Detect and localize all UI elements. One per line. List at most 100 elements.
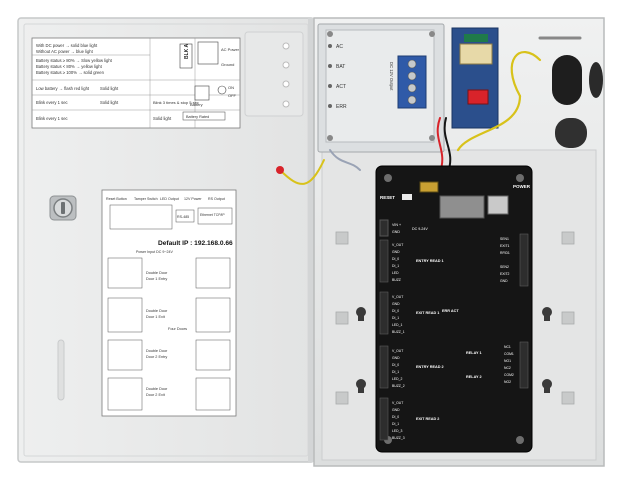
- svg-text:COM2: COM2: [504, 373, 514, 377]
- ground-label: Ground: [221, 62, 234, 67]
- svg-text:EXIT2: EXIT2: [500, 272, 510, 276]
- svg-text:BUZZ: BUZZ: [392, 278, 401, 282]
- svg-text:COM1: COM1: [504, 352, 514, 356]
- group-label: ENTRY READ 1: [416, 259, 444, 263]
- battery-label: Battery: [190, 102, 203, 107]
- svg-text:NC1: NC1: [504, 345, 511, 349]
- wiring-terminal-strip: [107, 257, 231, 411]
- door-group-line: Door 2 Entry: [146, 355, 167, 359]
- terminal-header: BLK A: [184, 44, 190, 59]
- wiring-title: LED Output: [160, 197, 179, 201]
- err-act-label: ERR ACT: [442, 309, 459, 313]
- svg-text:V_OUT: V_OUT: [392, 295, 403, 299]
- door-group-line: Door 1 Entry: [146, 277, 167, 281]
- psu-leds: AC BAT ACT ERR: [328, 44, 347, 110]
- svg-text:LED: LED: [392, 271, 399, 275]
- ac-power-label: AC Power: [221, 47, 240, 52]
- switch-on-label: ON: [228, 85, 234, 90]
- blink-row: Blink every 1 sec: [36, 116, 68, 121]
- svg-text:DI_1: DI_1: [392, 264, 399, 268]
- svg-text:NC2: NC2: [504, 366, 511, 370]
- door-group-line: Door 2 Exit: [146, 393, 166, 397]
- door-label-status: With DC power → solid blue light Without…: [31, 37, 241, 129]
- psu-led-label: ERR: [336, 104, 347, 110]
- svg-text:SEN2: SEN2: [500, 265, 509, 269]
- svg-text:SEN1: SEN1: [500, 237, 509, 241]
- power-input-label: Power Input DC 9~24V: [136, 250, 173, 254]
- door-group-line: Double Door: [146, 349, 168, 353]
- relay2-label: RELAY 2: [466, 375, 482, 379]
- blink-row: Solid light: [153, 116, 172, 121]
- wiring-title: Reset Button: [106, 197, 127, 201]
- vin-label: VIN +: [392, 223, 401, 227]
- svg-text:DI_0: DI_0: [392, 363, 399, 367]
- reset-label: RESET: [380, 195, 395, 200]
- status-row: Without AC power → blue light: [36, 49, 94, 54]
- left-pins-group-4: V_OUT GND DI_0 DI_1 LED_3 BUZZ_3: [392, 401, 405, 440]
- status-row: Battery status ≥ 100% → solid green: [36, 70, 105, 75]
- svg-text:GND: GND: [392, 408, 400, 412]
- blink-row: Solid light: [100, 86, 119, 91]
- relay-pins: NC1 COM1 NO1 NC2 COM2 NO2: [504, 345, 514, 384]
- reset-button[interactable]: [402, 194, 412, 200]
- wires: [276, 36, 582, 185]
- power-label: POWER: [513, 184, 531, 189]
- door-group-line: Double Door: [146, 271, 168, 275]
- svg-text:LED_3: LED_3: [392, 429, 402, 433]
- psu-module: AC BAT ACT ERR DC 12V Output: [317, 23, 445, 153]
- svg-text:DI_1: DI_1: [392, 422, 399, 426]
- svg-text:V_OUT: V_OUT: [392, 401, 403, 405]
- status-row: Low battery → flash red light: [36, 86, 90, 91]
- default-ip-label: Default IP : 192.168.0.66: [158, 240, 233, 247]
- svg-text:EXIT1: EXIT1: [500, 244, 510, 248]
- wiring-title: Tamper Switch: [134, 197, 158, 201]
- relay1-label: RELAY 1: [466, 351, 482, 355]
- door-lock-icon[interactable]: [49, 195, 77, 221]
- svg-text:NO1: NO1: [504, 359, 511, 363]
- svg-text:DI_0: DI_0: [392, 309, 399, 313]
- wiring-title: 12V Power: [184, 197, 202, 201]
- battery-rated-label: Battery Rated: [186, 115, 209, 119]
- blink-row: Blink 3 times & stop 5 sec: [153, 100, 199, 105]
- status-row: Battery status < 80% → yellow light: [36, 64, 103, 69]
- ethernet-port[interactable]: [439, 195, 485, 219]
- svg-text:LED_1: LED_1: [392, 323, 402, 327]
- svg-text:V_OUT: V_OUT: [392, 349, 403, 353]
- controller-board: RESET POWER VIN + GND DC 9-24V V_OUT GND…: [375, 165, 533, 453]
- svg-text:DI_1: DI_1: [392, 370, 399, 374]
- psu-led-label: AC: [336, 44, 343, 50]
- group-label: EXIT READ 2: [416, 417, 439, 421]
- psu-screw-terminals: [407, 59, 417, 105]
- left-terminal-blocks: [379, 239, 389, 441]
- door-group-line: Door 1 Exit: [146, 315, 166, 319]
- svg-text:NO2: NO2: [504, 380, 511, 384]
- svg-text:BUZZ_1: BUZZ_1: [392, 330, 405, 334]
- ethernet-label: Ethernet TCP/IP: [200, 213, 225, 217]
- group-label: EXIT READ 1: [416, 311, 439, 315]
- wiring-title: RS Output: [208, 197, 225, 201]
- psu-led-label: ACT: [336, 84, 346, 90]
- mounting-brackets: [335, 231, 575, 405]
- dc-range-label: DC 9-24V: [412, 227, 428, 231]
- ac-input-board: [451, 27, 499, 129]
- door-label-wiring: Reset Button Tamper Switch LED Output 12…: [101, 189, 237, 417]
- svg-text:GND: GND: [392, 302, 400, 306]
- svg-text:GND: GND: [392, 356, 400, 360]
- door-vent-holes: [282, 42, 290, 108]
- svg-text:V_OUT: V_OUT: [392, 243, 403, 247]
- four-doors-label: Four Doors: [168, 327, 187, 331]
- psu-led-label: BAT: [336, 64, 345, 70]
- gnd-label: GND: [392, 230, 400, 234]
- status-row: Battery status ≥ 80% → Slow yellow light: [36, 58, 113, 63]
- svg-text:DI_1: DI_1: [392, 316, 399, 320]
- door-group-line: Double Door: [146, 387, 168, 391]
- left-pins-group-2: V_OUT GND DI_0 DI_1 LED_1 BUZZ_1: [392, 295, 405, 334]
- group-label: ENTRY READ 2: [416, 365, 444, 369]
- svg-text:GND: GND: [500, 279, 508, 283]
- svg-text:DI_0: DI_0: [392, 415, 399, 419]
- svg-text:DI_0: DI_0: [392, 257, 399, 261]
- right-terminal-blocks: [519, 233, 529, 389]
- power-switch[interactable]: [467, 89, 489, 105]
- svg-text:GND: GND: [392, 250, 400, 254]
